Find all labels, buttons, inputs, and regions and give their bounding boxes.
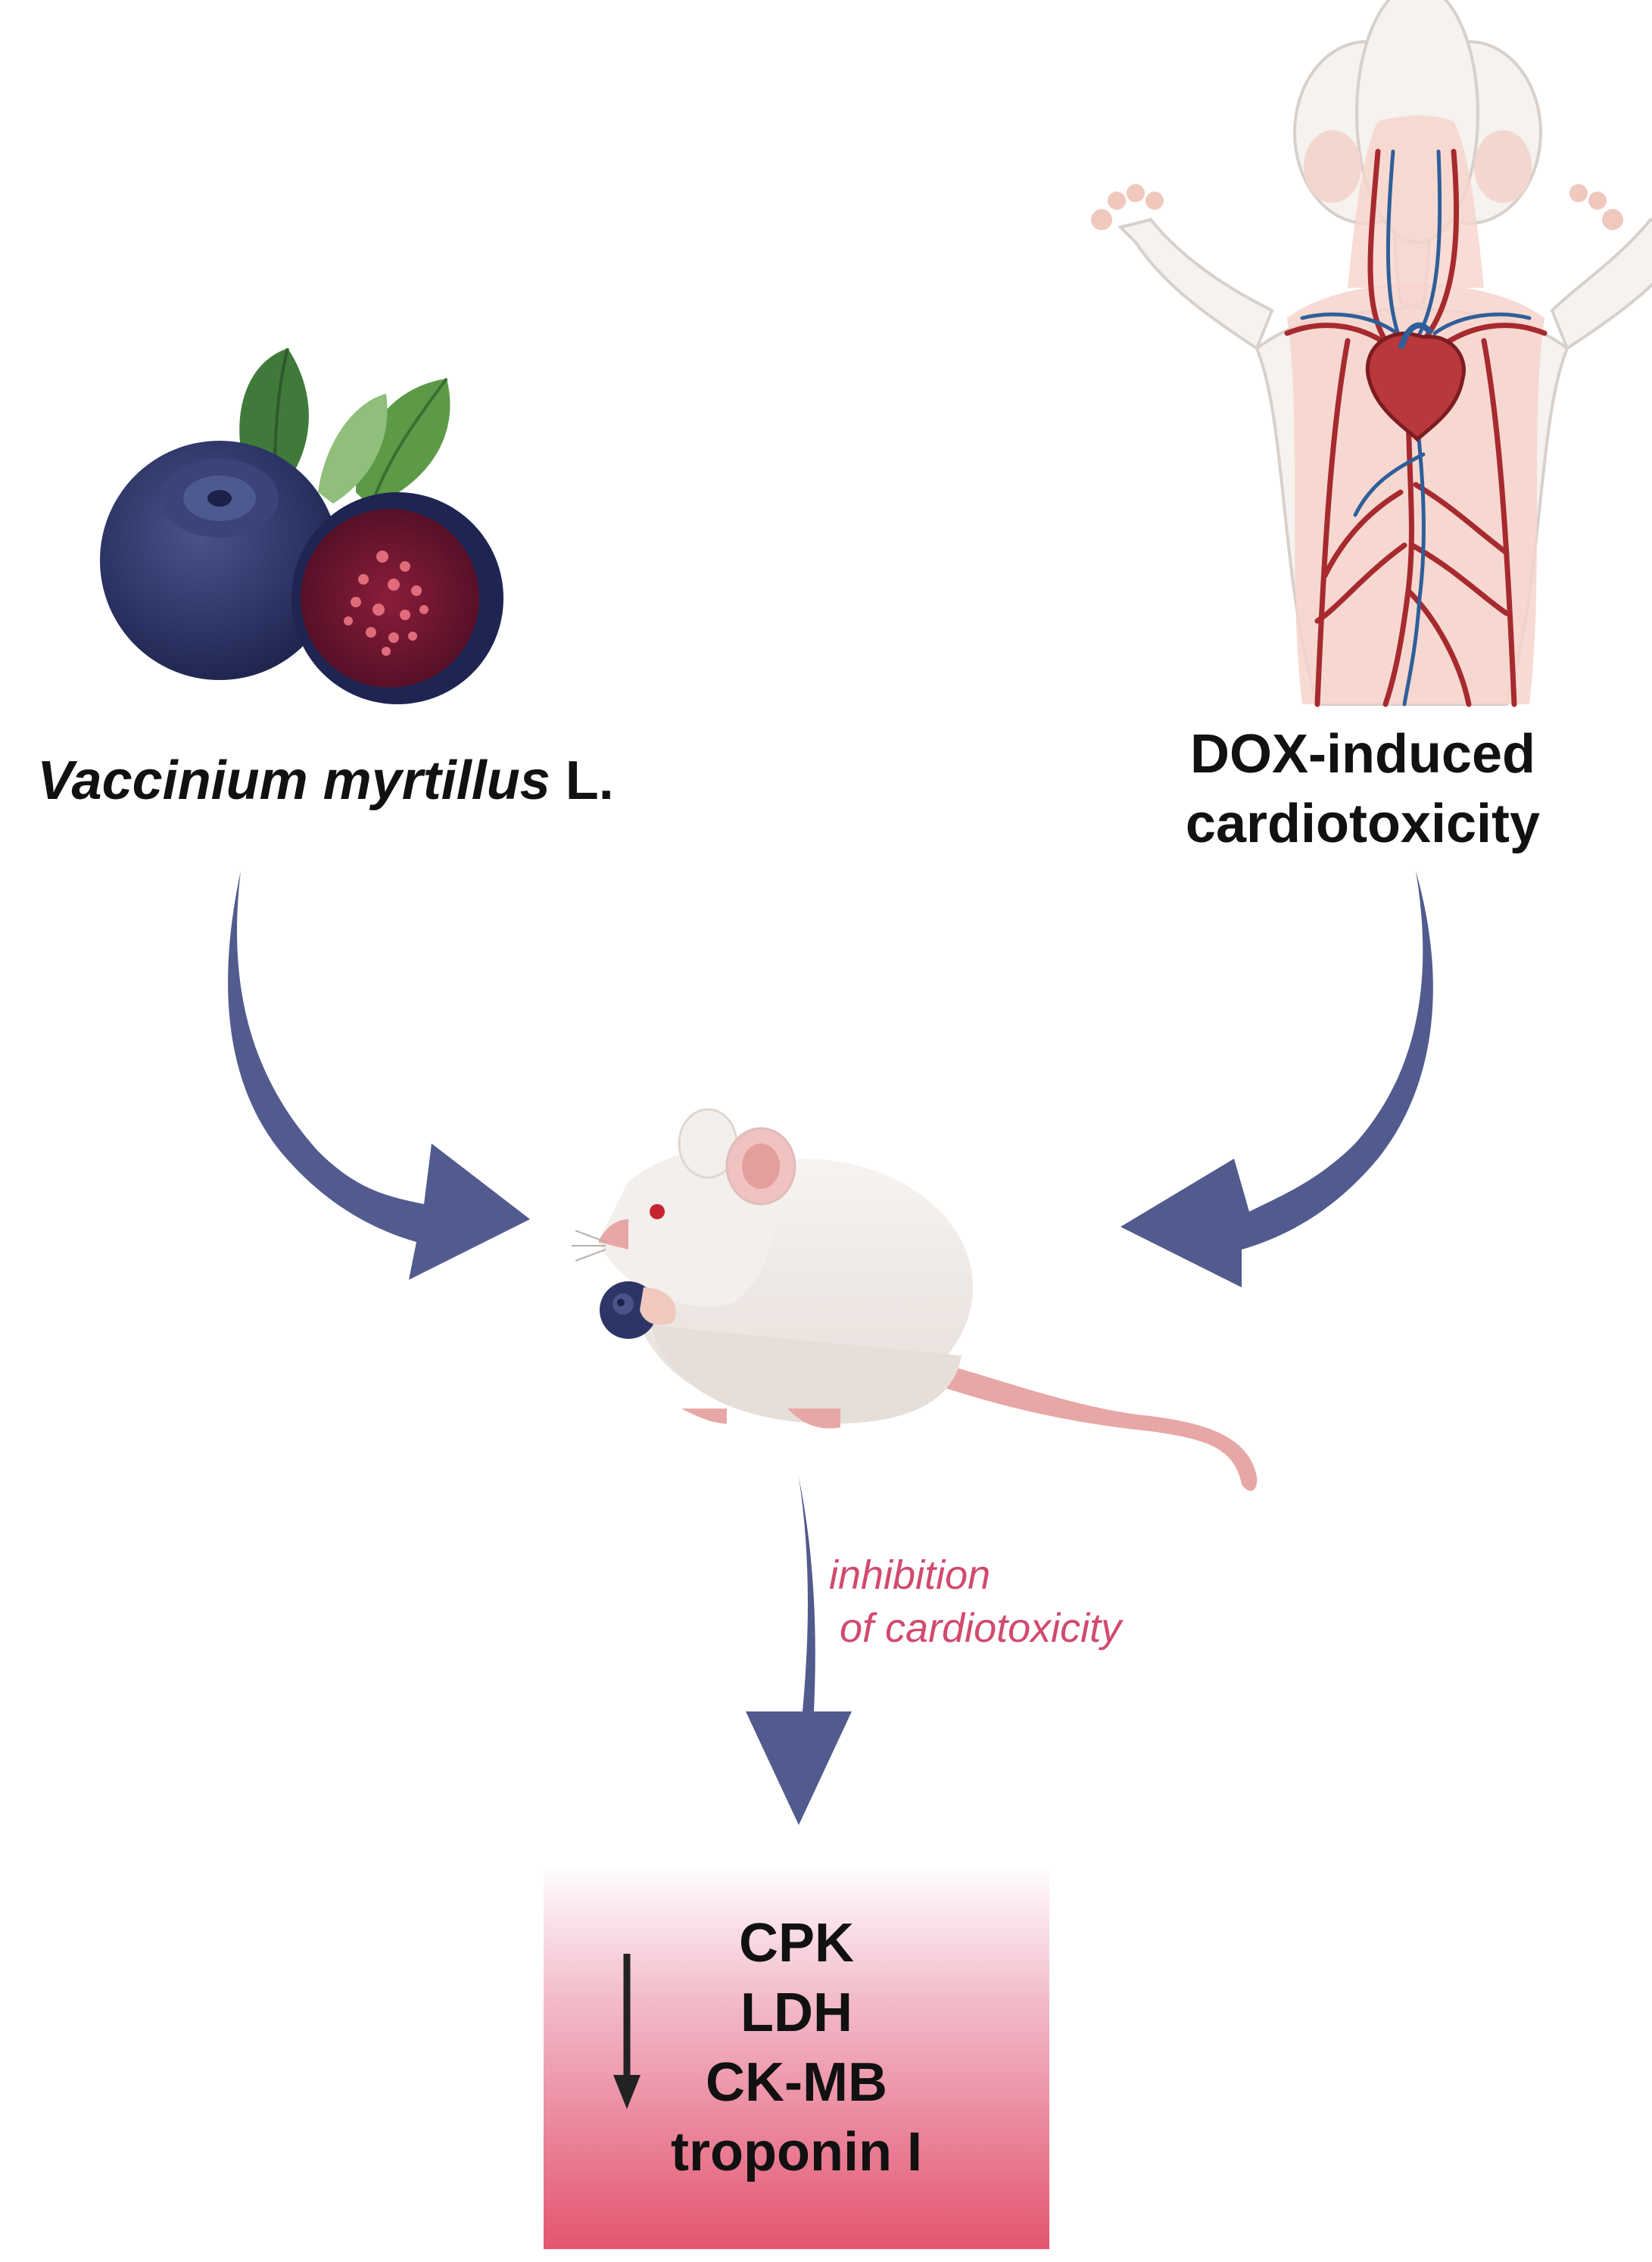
biomarker-item: troponin I: [671, 2122, 922, 2182]
dox-label-line1: DOX-induced: [1189, 724, 1535, 785]
arrow-right-curved: [1121, 871, 1433, 1287]
biomarker-item: CK-MB: [706, 2052, 887, 2113]
dox-label: DOX-induced cardiotoxicity: [1090, 719, 1635, 859]
effect-line1: inhibition: [829, 1552, 991, 1598]
biomarker-panel: CPK LDH CK-MB troponin I: [544, 1863, 1049, 2249]
plant-name-genus: Vaccinium myrtillus: [37, 750, 550, 811]
arrow-down-main: [746, 1477, 852, 1825]
biomarker-item: LDH: [740, 1983, 852, 2043]
bilberry-icon: [100, 348, 503, 704]
rat-anatomy-heart-icon: [1091, 0, 1652, 707]
plant-name-suffix: L.: [550, 750, 614, 811]
effect-label: inhibition of cardiotoxicity: [829, 1549, 1121, 1655]
effect-line2: of cardiotoxicity: [840, 1605, 1122, 1651]
dox-label-line2: cardiotoxicity: [1185, 794, 1541, 854]
biomarker-item: CPK: [738, 1913, 854, 1973]
biomarker-list: CPK LDH CK-MB troponin I: [544, 1908, 1049, 2187]
rat-eating-berry-icon: [572, 1108, 1258, 1491]
arrow-left-curved: [228, 871, 530, 1280]
down-arrow-icon: [613, 1954, 641, 2109]
plant-label: Vaccinium myrtillus L.: [0, 750, 651, 812]
